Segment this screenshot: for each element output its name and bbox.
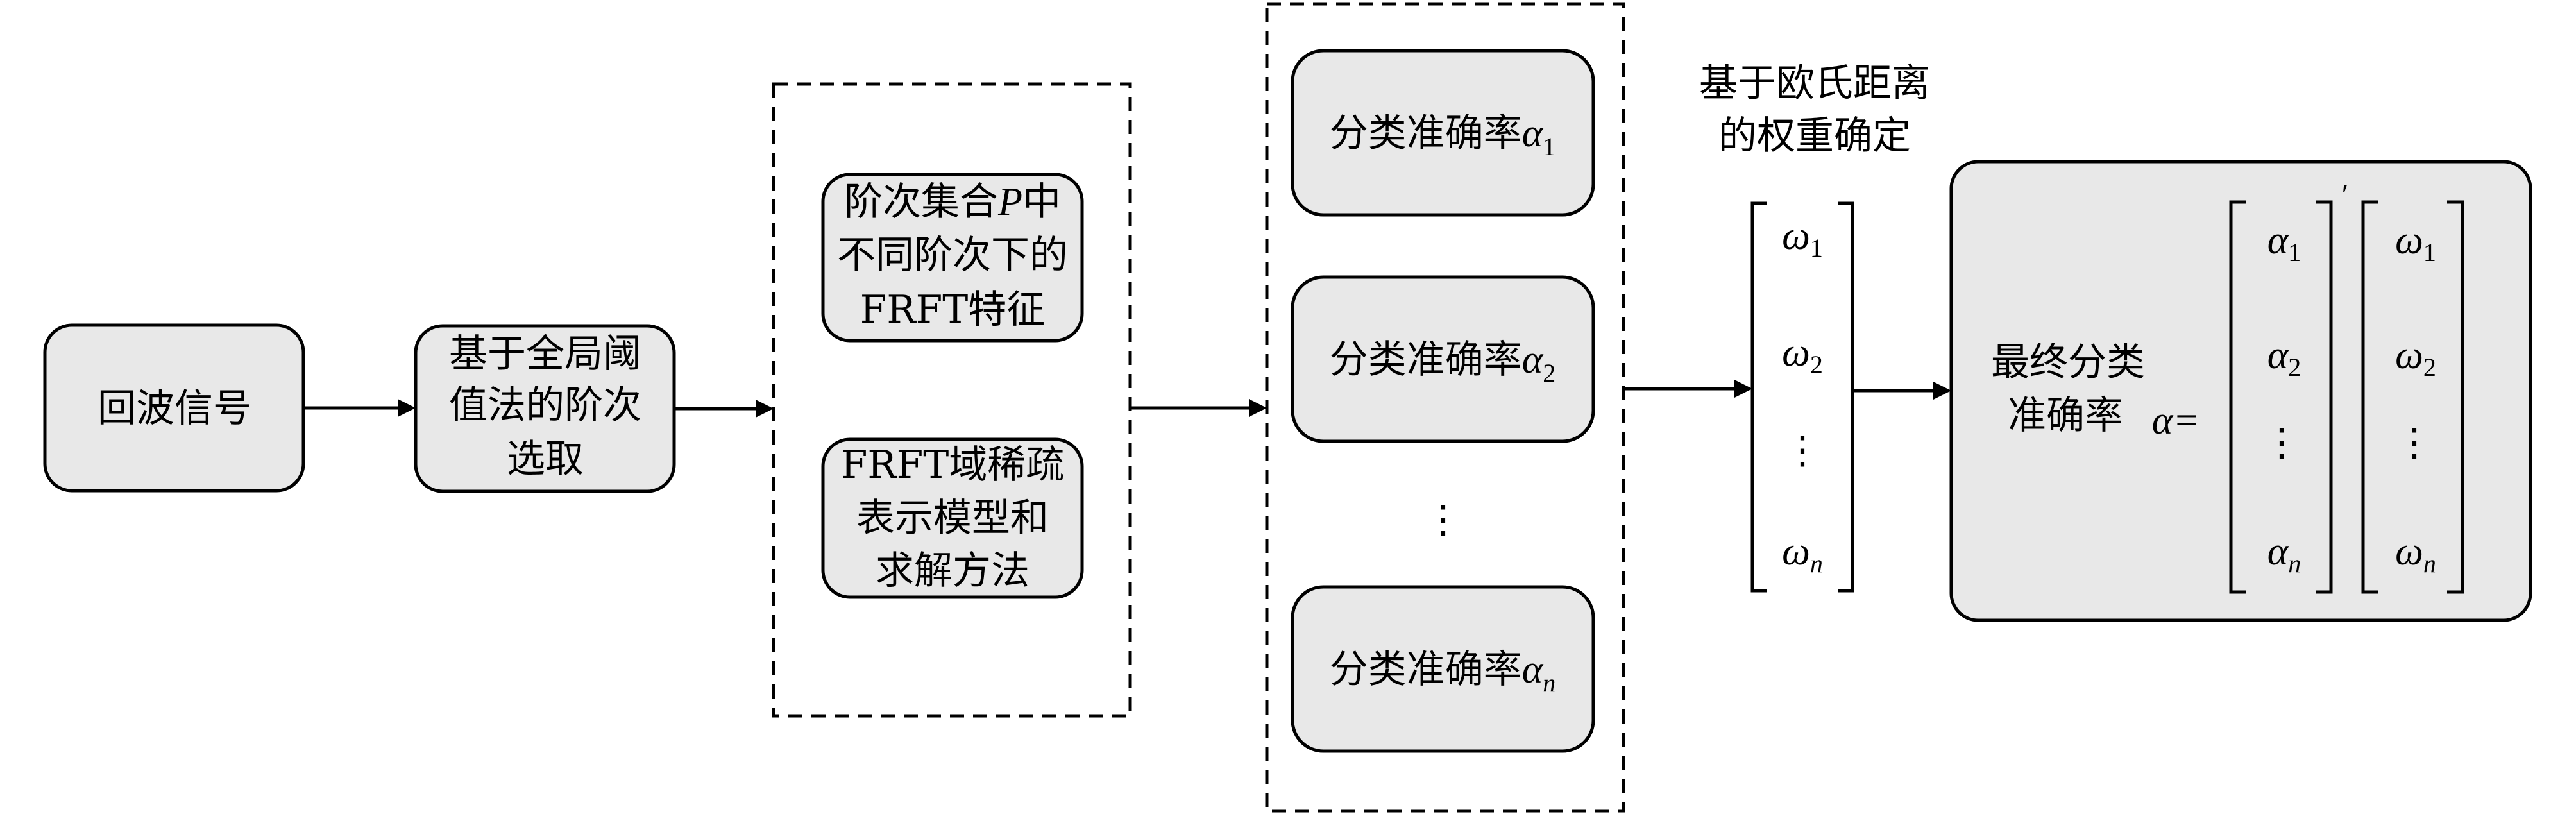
sparse-model-line-3: 求解方法 bbox=[876, 548, 1030, 593]
accuracy-box-n bbox=[1291, 585, 1595, 753]
frft-features-line-1: 阶次集合P中 bbox=[844, 180, 1061, 225]
equation-lhs: α= bbox=[2152, 399, 2199, 443]
arrow-echo-to-selection bbox=[303, 399, 416, 417]
alpha-left-bracket bbox=[2229, 200, 2246, 594]
weight-heading-line-2: 的权重确定 bbox=[1718, 114, 1911, 158]
weight-entry-1: ω1 bbox=[1782, 214, 1823, 262]
transpose-mark: ′ bbox=[2340, 178, 2348, 212]
alpha-right-bracket bbox=[2316, 200, 2333, 594]
final-label-line-1: 最终分类 bbox=[1991, 340, 2145, 385]
arrow-selection-to-features bbox=[674, 400, 774, 418]
accuracy-node-1: 分类准确率α1 bbox=[1291, 49, 1595, 217]
order-selection-node: 基于全局阈 值法的阶次 选取 bbox=[414, 324, 676, 493]
weight-entry-n: ωn bbox=[1782, 530, 1823, 578]
accuracy-box-2 bbox=[1291, 275, 1595, 443]
order-selection-line-2: 值法的阶次 bbox=[449, 383, 641, 428]
omega-entry-ellipsis: ⋮ bbox=[2395, 420, 2434, 465]
accuracy-node-n: 分类准确率αn bbox=[1291, 585, 1595, 753]
omega-right-bracket bbox=[2447, 200, 2464, 594]
arrowhead-icon bbox=[1933, 382, 1951, 400]
alpha-entry-1: α1 bbox=[2267, 219, 2301, 267]
feature-group-dashed-border bbox=[772, 82, 1132, 718]
weight-heading-line-1: 基于欧氏距离 bbox=[1699, 61, 1930, 106]
final-result-node: 最终分类 准确率 α= α1 α2 ⋮ αn ′ ω1 ω2 ⋮ ωn bbox=[1949, 160, 2532, 622]
accuracy-node-2: 分类准确率α2 bbox=[1291, 275, 1595, 443]
alpha-entry-ellipsis: ⋮ bbox=[2262, 420, 2301, 465]
frft-features-box bbox=[821, 173, 1084, 343]
sparse-model-line-1: FRFT域稀疏 bbox=[841, 443, 1064, 488]
arrowhead-icon bbox=[756, 400, 774, 418]
weight-entry-ellipsis: ⋮ bbox=[1783, 428, 1822, 473]
arrow-weights-to-final bbox=[1852, 382, 1951, 400]
weight-entry-2: ω2 bbox=[1782, 331, 1823, 379]
arrowhead-icon bbox=[1249, 399, 1267, 417]
final-label-line-2: 准确率 bbox=[2008, 393, 2123, 438]
accuracy-box-1 bbox=[1291, 49, 1595, 217]
frft-features-line-3: FRFT特征 bbox=[860, 287, 1045, 332]
sparse-model-line-2: 表示模型和 bbox=[856, 496, 1049, 541]
order-selection-line-1: 基于全局阈 bbox=[449, 332, 641, 377]
final-result-box bbox=[1949, 160, 2532, 622]
arrow-accuracy-to-weights bbox=[1623, 380, 1752, 398]
accuracy-label-2: 分类准确率α2 bbox=[1330, 337, 1556, 387]
weight-vector: ω1 ω2 ⋮ ωn bbox=[1750, 201, 1854, 593]
echo-signal-label: 回波信号 bbox=[97, 386, 251, 431]
order-selection-line-3: 选取 bbox=[507, 437, 584, 482]
omega-entry-1: ω1 bbox=[2395, 219, 2436, 267]
omega-left-bracket bbox=[2361, 200, 2378, 594]
left-bracket bbox=[1750, 201, 1767, 593]
accuracy-group-dashed-border bbox=[1265, 2, 1625, 813]
echo-signal-node: 回波信号 bbox=[43, 323, 305, 493]
omega-entry-2: ω2 bbox=[2395, 334, 2436, 382]
arrow-features-to-accuracy bbox=[1130, 399, 1267, 417]
omega-entry-n: ωn bbox=[2395, 530, 2436, 578]
accuracy-group: 分类准确率α1 分类准确率α2 ⋮ 分类准确率αn bbox=[1265, 2, 1625, 813]
frft-features-node: 阶次集合P中 不同阶次下的 FRFT特征 bbox=[821, 173, 1084, 343]
arrowhead-icon bbox=[1734, 380, 1752, 398]
accuracy-ellipsis: ⋮ bbox=[1424, 497, 1462, 542]
right-bracket bbox=[1838, 201, 1854, 593]
frft-features-line-2: 不同阶次下的 bbox=[837, 233, 1068, 278]
alpha-entry-n: αn bbox=[2267, 530, 2301, 578]
alpha-entry-2: α2 bbox=[2267, 334, 2301, 382]
sparse-model-box bbox=[821, 437, 1084, 599]
accuracy-label-n: 分类准确率αn bbox=[1330, 647, 1556, 697]
arrowhead-icon bbox=[398, 399, 416, 417]
accuracy-label-1: 分类准确率α1 bbox=[1330, 111, 1556, 161]
